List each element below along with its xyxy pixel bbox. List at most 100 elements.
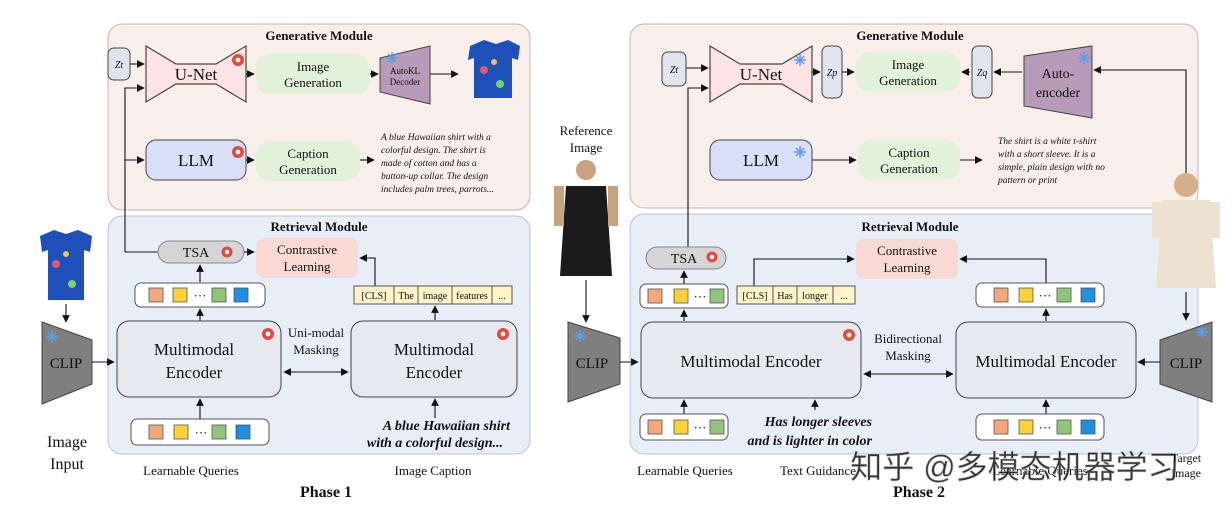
- p2-c2: [1018, 419, 1034, 435]
- p1-caption-gen-line1: Caption: [287, 146, 329, 161]
- p1-autokl-line2: Decoder: [390, 77, 420, 87]
- p1-masking-line1: Uni-modal: [288, 325, 345, 340]
- p2-b-ellipsis: ···: [694, 420, 707, 435]
- p1-query-orange-b: [148, 424, 164, 440]
- p1-caption-gen-line2: Generation: [279, 162, 337, 177]
- p2-c4: [1080, 419, 1096, 435]
- p2-r2: [1018, 287, 1034, 303]
- p1-query-yellow-b: [173, 424, 189, 440]
- p2-clip-left: [567, 321, 621, 403]
- svg-text:button-up collar. The design: button-up collar. The design: [381, 172, 488, 182]
- svg-text:The shirt is a white t-shirt: The shirt is a white t-shirt: [998, 137, 1097, 147]
- p2-guidance-line1: Has longer sleeves: [764, 415, 873, 430]
- p1-query-green-b: [211, 424, 227, 440]
- p1-image-gen-line2: Generation: [284, 75, 342, 90]
- p1-encoder-right-line1: Multimodal: [394, 340, 475, 359]
- p1-llm-label: LLM: [178, 151, 214, 170]
- p1-query-orange: [148, 287, 164, 303]
- p2-clip-right: [1159, 321, 1213, 403]
- p1-query-yellow: [172, 287, 188, 303]
- p2-q3: [709, 288, 725, 304]
- p1-contrastive-arrows: [244, 248, 376, 286]
- p1-image-caption-line2: with a colorful design...: [367, 436, 503, 451]
- p2-b3: [709, 419, 725, 435]
- p2-contrastive-line2: Learning: [884, 260, 931, 275]
- svg-text:The: The: [398, 291, 414, 302]
- p2-caption-gen-line2: Generation: [880, 161, 938, 176]
- p2-guidance-line2: and is lighter in color: [748, 434, 873, 449]
- p1-query-blue: [233, 287, 249, 303]
- svg-text:...: ...: [840, 291, 848, 302]
- p1-image-input-line2: Input: [50, 456, 84, 473]
- p2-b2: [673, 419, 689, 435]
- p1-contrastive-line2: Learning: [284, 259, 331, 274]
- snowflake-icon: [46, 331, 58, 343]
- p1-encoder-left-line2: Encoder: [166, 363, 223, 382]
- p1-zt-label: Zt: [115, 60, 124, 71]
- p2-c3: [1056, 419, 1072, 435]
- p2-caption-gen-line1: Caption: [888, 145, 930, 160]
- p2-contrastive-line1: Contrastive: [877, 243, 937, 258]
- p2-autoencoder-line1: Auto-: [1042, 67, 1075, 82]
- snowflake-icon: [794, 146, 806, 158]
- p2-encoder-left: [640, 321, 862, 399]
- p2-llm-label: LLM: [743, 151, 779, 170]
- p2-llm: [709, 139, 813, 181]
- p2-contrastive-arrows: [753, 255, 1047, 286]
- p2-text-guidance-label: Text Guidance: [780, 463, 856, 478]
- p1-input-shirt-image: [40, 230, 92, 300]
- p2-learnable-queries-right-label: Learnable Queries: [992, 463, 1088, 478]
- p1-image-caption-line1: A blue Hawaiian shirt: [382, 419, 511, 434]
- p1-encoder-left-line1: Multimodal: [154, 340, 235, 359]
- p2-caption-generation: [858, 140, 960, 180]
- p1-encoder-left: [116, 320, 282, 398]
- p2-tsa: [645, 246, 727, 270]
- p2-r1: [993, 287, 1009, 303]
- p2-q2: [673, 288, 689, 304]
- p2-clip-left-label: CLIP: [576, 356, 609, 372]
- p1-encoder-right-line2: Encoder: [406, 363, 463, 382]
- p1-generative-title: Generative Module: [265, 28, 372, 43]
- svg-text:made of cotton and has a: made of cotton and has a: [381, 158, 477, 169]
- p2-image-generation: [856, 52, 960, 92]
- svg-text:...: ...: [498, 291, 506, 302]
- p1-clip-label: CLIP: [50, 356, 83, 372]
- p1-caption-generation: [256, 141, 360, 181]
- p1-query-ellipsis-b: ···: [195, 425, 208, 440]
- p2-gen-arrows: [686, 64, 1187, 248]
- p2-r3: [1056, 287, 1072, 303]
- p1-generated-shirt-image: [468, 40, 520, 98]
- p2-encoder-right: [955, 321, 1137, 399]
- svg-text:image: image: [423, 291, 448, 302]
- p1-tsa-label: TSA: [183, 246, 210, 261]
- p2-unet-label: U-Net: [740, 65, 783, 84]
- p1-contrastive-learning: [256, 238, 358, 278]
- p1-image-gen-line1: Image: [297, 59, 330, 74]
- svg-text:features: features: [456, 291, 488, 302]
- p2-target-line1: Target: [1171, 451, 1202, 465]
- p1-image-caption-label: Image Caption: [395, 463, 472, 478]
- phase2-panel: Generative Module Retrieval Module Zt U-…: [554, 23, 1220, 501]
- p1-image-input-line1: Image: [47, 434, 87, 451]
- p2-target-line2: Image: [1171, 466, 1201, 480]
- p1-unet: [145, 44, 247, 104]
- p2-unet: [709, 44, 813, 104]
- p1-retrieval-title: Retrieval Module: [270, 219, 367, 234]
- watermark: 知乎 @多模态机器学习: [850, 449, 1179, 485]
- phase1-panel: Generative Module Retrieval Module Zt U-…: [40, 23, 531, 501]
- p1-learnable-queries-label: Learnable Queries: [143, 463, 239, 478]
- p2-q1: [647, 288, 663, 304]
- p2-encoder-right-label: Multimodal Encoder: [975, 352, 1117, 371]
- p2-contrastive-learning: [856, 239, 958, 279]
- p1-generative-module: [107, 23, 531, 211]
- p1-query-green: [211, 287, 227, 303]
- p2-clip-right-label: CLIP: [1170, 356, 1203, 372]
- p1-text-tokens: [CLS] The image features ...: [353, 285, 513, 305]
- p1-query-blue-b: [235, 424, 251, 440]
- p2-image-gen-line1: Image: [892, 57, 925, 72]
- p2-reference-line2: Image: [570, 140, 603, 155]
- snowflake-icon: [574, 330, 586, 342]
- p2-r-ellipsis: ···: [1039, 288, 1052, 303]
- p1-query-tokens-top: [134, 282, 266, 308]
